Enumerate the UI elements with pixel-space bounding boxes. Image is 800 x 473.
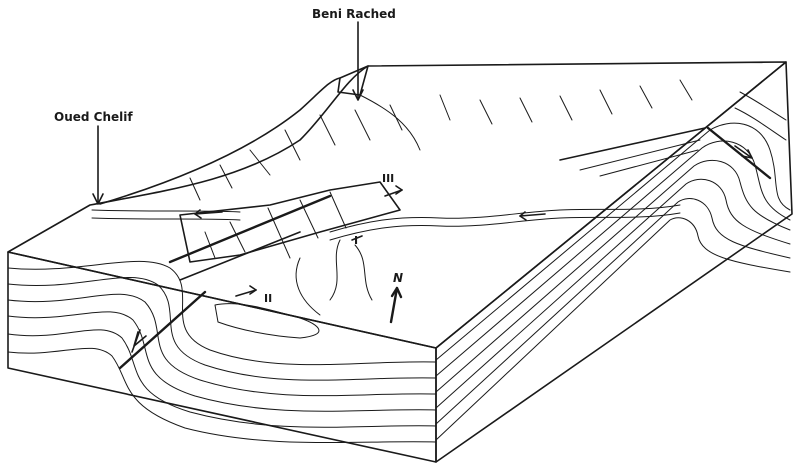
block-top-surface (7, 61, 787, 349)
label-beni-rached: Beni Rached (312, 7, 396, 21)
label-site-3: III (382, 172, 394, 185)
label-oued-chelif: Oued Chelif (54, 110, 133, 124)
label-site-1: I (354, 234, 358, 247)
label-north: N (393, 271, 403, 285)
leader-lines (92, 21, 364, 205)
block-side-face (435, 61, 793, 463)
label-site-2: II (264, 292, 272, 305)
block-front-face (7, 251, 437, 463)
